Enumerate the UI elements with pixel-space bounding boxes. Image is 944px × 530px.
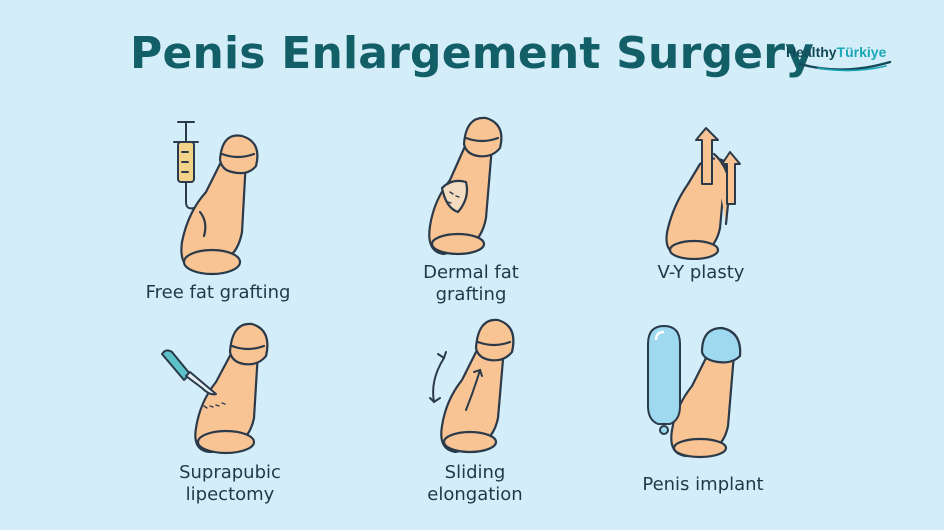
logo-swoosh-icon [798, 60, 892, 72]
procedure-label: V-Y plasty [657, 262, 745, 283]
syringe-icon [173, 121, 199, 210]
logo-text-part2: Türkiye [836, 44, 887, 60]
implant-penis-illustration [647, 325, 742, 459]
syringe-penis-illustration [173, 121, 259, 276]
logo-text-part1: Healthy [786, 44, 837, 60]
sliding-penis-illustration [429, 318, 515, 454]
page-title: Penis Enlargement Surgery [130, 28, 814, 79]
arrows-up-icon [695, 127, 741, 205]
scalpel-icon [161, 349, 217, 396]
procedure-label: Penis implant [642, 474, 764, 495]
procedure-label: Dermal fat grafting [423, 262, 519, 305]
procedure-label: Suprapubic lipectomy [179, 462, 281, 505]
implant-icon [647, 325, 681, 435]
procedure-label: Sliding elongation [427, 462, 523, 505]
vy-plasty-penis-illustration [665, 127, 741, 260]
healthy-turkiye-logo: HealthyTürkiye [786, 44, 896, 76]
procedure-label: Free fat grafting [145, 282, 291, 303]
sliding-arrows-icon [429, 351, 483, 411]
dermal-patch-penis-illustration [428, 116, 503, 256]
scalpel-penis-illustration [161, 322, 269, 455]
